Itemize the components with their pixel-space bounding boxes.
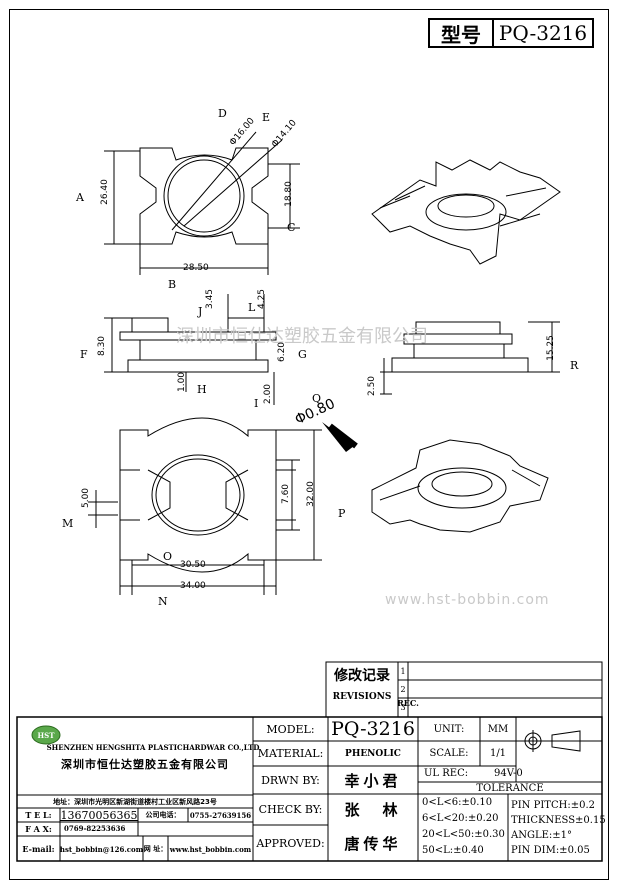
part-number-box: 型号 PQ-3216	[428, 18, 594, 48]
revision-num-1: 1	[400, 666, 406, 676]
company-tel-label: 公司电话：	[145, 811, 181, 819]
spec-thickness: THICKNESS±0.15	[511, 815, 606, 826]
scale-label: SCALE:	[429, 748, 469, 759]
dim-425: 4.25	[257, 288, 268, 310]
label-C: C	[287, 221, 296, 234]
model-value: PQ-3216	[331, 718, 415, 740]
label-H: H	[197, 383, 207, 396]
label-J: J	[198, 305, 203, 318]
dim-3400: 34.00	[180, 581, 206, 591]
part-number: PQ-3216	[498, 21, 588, 45]
watermark-url: www.hst-bobbin.com	[385, 592, 550, 608]
company-tel-value: 0755-27639156	[189, 810, 252, 820]
spec-pin-pitch: PIN PITCH:±0.2	[511, 800, 595, 811]
drawn-label: DRWN BY:	[261, 773, 320, 787]
label-M: M	[62, 517, 74, 530]
isometric-view-bottom	[371, 439, 549, 533]
revisions-rec: REC.	[397, 698, 419, 708]
dim-width: 28.50	[183, 263, 209, 273]
dim-620: 6.20	[277, 341, 288, 363]
scale-value: 1/1	[489, 748, 507, 759]
side-view-right	[380, 321, 560, 395]
tel-value: 13670056365	[60, 808, 138, 822]
revision-num-2: 2	[400, 684, 406, 694]
approved-value: 唐传华	[344, 834, 402, 853]
unit-value: MM	[487, 723, 509, 735]
dim-3200: 32.00	[305, 481, 316, 507]
dim-100: 1.00	[177, 371, 188, 393]
revision-num-3: 3	[400, 702, 406, 712]
material-value: PHENOLIC	[345, 748, 401, 759]
ul-label: UL REC:	[424, 768, 469, 779]
drawn-value: 幸小君	[344, 771, 402, 790]
fax-label: F A X:	[25, 824, 52, 834]
dim-830: 8.30	[97, 335, 108, 357]
drawing-frame	[9, 9, 609, 880]
dim-inner: 18.80	[283, 181, 294, 207]
dim-250: 2.50	[367, 375, 378, 397]
label-Q: Q	[312, 392, 322, 405]
tolerance-label: TOLERANCE	[476, 782, 544, 794]
tel-label: T E L:	[25, 810, 52, 820]
material-label: MATERIAL:	[257, 747, 324, 760]
type-label: 型号	[430, 20, 494, 47]
dim-3050: 30.50	[180, 560, 206, 570]
web-label: 网 址：	[143, 845, 168, 853]
revisions-title-cn: 修改记录	[334, 668, 390, 684]
fax-value: 0769-82253636	[64, 824, 126, 833]
revisions-title-en: REVISIONS	[332, 692, 392, 702]
label-L: L	[248, 301, 256, 314]
watermark-cn: 深圳市恒仕达塑胶五金有限公司	[176, 326, 428, 347]
ul-value: 94V-0	[494, 768, 523, 779]
company-address: 地址：深圳市光明区新湖街道楼村工业区新风路23号	[53, 798, 217, 806]
tol-3: 20<L<50:±0.30	[422, 829, 505, 840]
label-B: B	[168, 278, 177, 291]
dim-760: 7.60	[281, 483, 292, 505]
check-label: CHECK BY:	[258, 803, 323, 816]
dim-500: 5.00	[81, 487, 92, 509]
email-value: hst_bobbin@126.com	[59, 844, 144, 854]
logo-text: HST	[37, 730, 55, 740]
dim-200: 2.00	[263, 383, 274, 405]
spec-pin-dim: PIN DIM:±0.05	[511, 845, 590, 856]
label-A: A	[76, 191, 84, 204]
web-value: www.hst_bobbin.com	[169, 844, 252, 854]
label-E: E	[262, 111, 271, 124]
arrow-shaft	[328, 423, 358, 449]
label-R: R	[570, 359, 579, 372]
company-name-cn: 深圳市恒仕达塑胶五金有限公司	[61, 758, 229, 771]
model-label: MODEL:	[266, 722, 315, 736]
tol-4: 50<L:±0.40	[422, 845, 484, 856]
unit-label: UNIT:	[433, 723, 465, 735]
label-N: N	[158, 595, 168, 608]
top-view	[104, 131, 300, 275]
check-value: 张 林	[344, 801, 402, 819]
label-I: I	[254, 397, 259, 410]
email-label: E-mail:	[22, 844, 55, 854]
label-F: F	[80, 348, 88, 361]
label-O: O	[163, 550, 173, 563]
bottom-view	[88, 417, 322, 595]
label-G: G	[298, 348, 307, 361]
dim-height: 26.40	[99, 179, 110, 205]
label-D: D	[218, 107, 227, 120]
spec-angle: ANGLE:±1°	[511, 830, 573, 841]
tol-1: 0<L<6:±0.10	[422, 797, 493, 808]
isometric-view-top	[371, 159, 561, 265]
tol-2: 6<L<20:±0.20	[422, 813, 499, 824]
company-name-en: SHENZHEN HENGSHITA PLASTICHARDWAR CO.,LT…	[46, 742, 260, 752]
dim-1525: 15.25	[545, 335, 556, 361]
dim-345: 3.45	[205, 288, 216, 310]
logo-icon	[31, 725, 61, 745]
side-view	[104, 294, 277, 405]
approved-label: APPROVED:	[256, 836, 325, 850]
title-block-lines	[16, 661, 603, 862]
label-P: P	[338, 507, 346, 520]
